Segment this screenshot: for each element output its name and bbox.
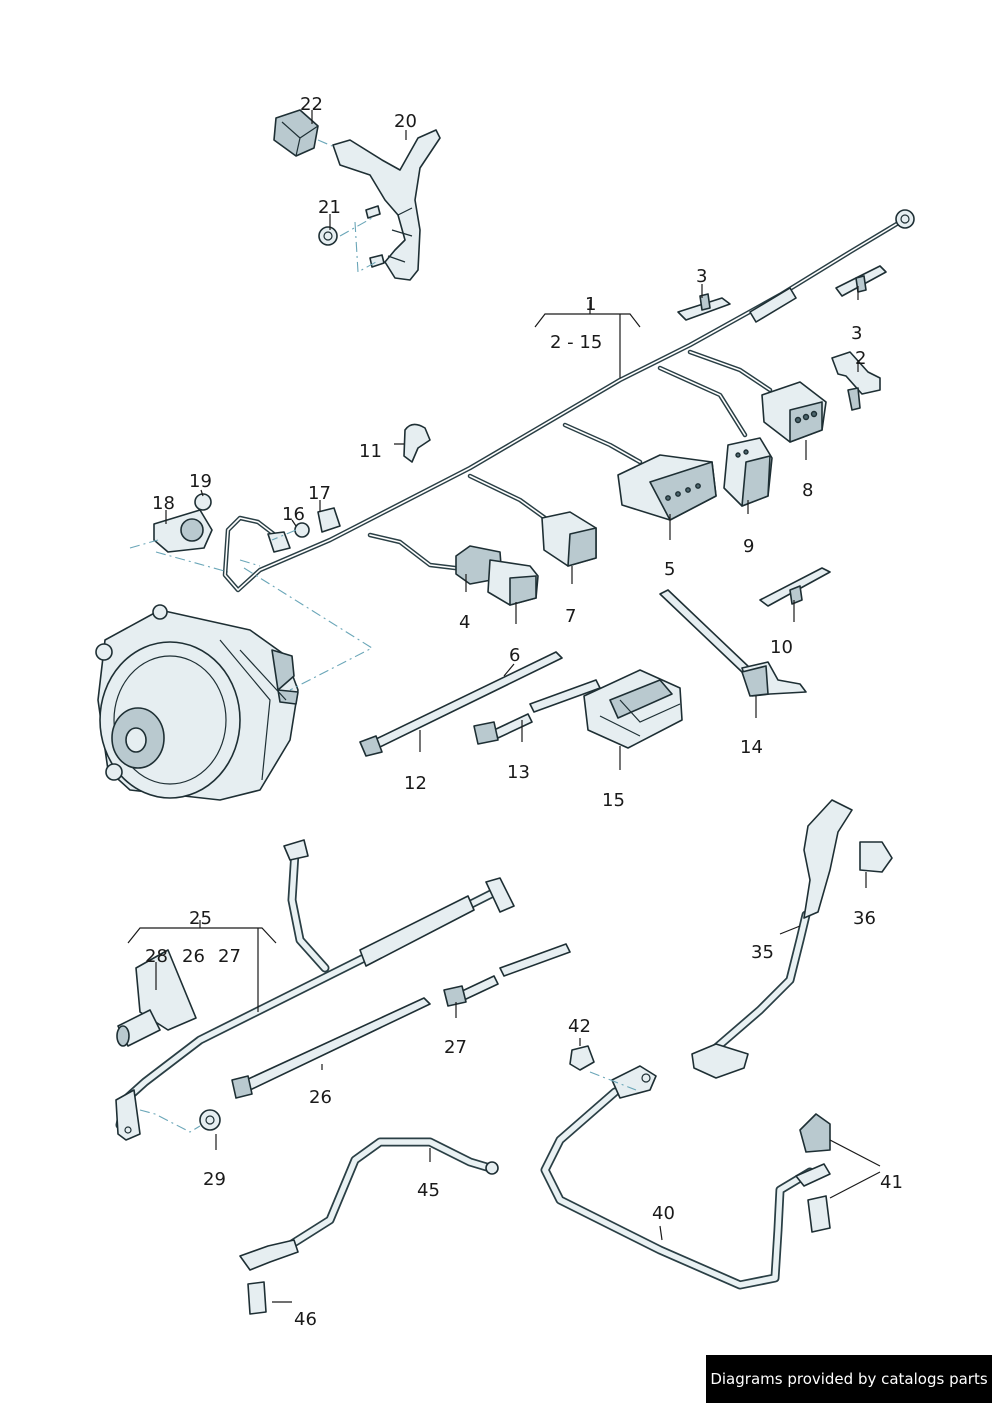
callout-45: 45: [417, 1180, 440, 1201]
callout-28: 28: [145, 946, 168, 967]
callout-20: 20: [394, 111, 417, 132]
nut-19-part: [194, 493, 212, 511]
callout-6: 6: [509, 645, 520, 666]
cable-45-group: [239, 1137, 499, 1315]
callout-36: 36: [853, 908, 876, 929]
callout-21: 21: [318, 197, 341, 218]
callout-labels: 1 2 - 15 2 3 3 4 5 6 7 8 9 10 11 12 13 1…: [145, 94, 903, 1330]
holder-2-part: [831, 351, 881, 395]
tie-14-part: [659, 589, 751, 673]
callout-12: 12: [404, 773, 427, 794]
callout-1: 1: [585, 294, 596, 315]
callout-4: 4: [459, 612, 470, 633]
nut-36-part: [859, 841, 893, 873]
cable-40-group: [540, 1045, 831, 1290]
tie-27-part: [459, 943, 571, 1001]
callout-40: 40: [652, 1203, 675, 1224]
callout-11: 11: [359, 441, 382, 462]
callout-15: 15: [602, 790, 625, 811]
holder-28-part: [135, 949, 197, 1031]
callout-13: 13: [507, 762, 530, 783]
callout-35: 35: [751, 942, 774, 963]
callout-14: 14: [740, 737, 763, 758]
callout-18: 18: [152, 493, 175, 514]
callout-2: 2: [855, 348, 866, 369]
callout-16: 16: [282, 504, 305, 525]
callout-3-top: 3: [696, 266, 707, 287]
clip-11-part: [403, 423, 431, 463]
callout-26-bottom: 26: [309, 1087, 332, 1108]
cable-25-group: [115, 839, 571, 1141]
callout-19: 19: [189, 471, 212, 492]
harness-1-group: [153, 209, 915, 757]
callout-26-top: 26: [182, 946, 205, 967]
callout-29: 29: [203, 1169, 226, 1190]
callout-9: 9: [743, 536, 754, 557]
nut-42-part: [569, 1045, 595, 1071]
nut-41-part: [799, 1113, 831, 1153]
callout-27-bottom: 27: [444, 1037, 467, 1058]
callout-27-top: 27: [218, 946, 241, 967]
tie-12-part: [373, 651, 563, 749]
nut-29-part: [199, 1109, 221, 1131]
tie-13-part: [493, 679, 601, 739]
callout-42: 42: [568, 1016, 591, 1037]
sleeve-17-part: [317, 507, 341, 533]
callout-5: 5: [664, 559, 675, 580]
nut-21-part: [318, 226, 338, 246]
callout-46: 46: [294, 1309, 317, 1330]
callout-17: 17: [308, 483, 331, 504]
clip-10-part: [759, 567, 831, 607]
callout-8: 8: [802, 480, 813, 501]
callout-41: 41: [880, 1172, 903, 1193]
watermark-banner: Diagrams provided by catalogs parts: [706, 1355, 992, 1403]
strap-35-group: [691, 799, 893, 1079]
clip-22-part: [273, 109, 319, 157]
watermark-text: Diagrams provided by catalogs parts: [710, 1370, 988, 1388]
callout-2-15: 2 - 15: [550, 332, 602, 353]
leader-dashes-top: [129, 529, 374, 691]
callout-10: 10: [770, 637, 793, 658]
callout-3-right: 3: [851, 323, 862, 344]
leader-lines: [127, 110, 881, 1303]
callout-7: 7: [565, 606, 576, 627]
washer-16-part: [294, 522, 310, 538]
bolt-46-part: [247, 1281, 267, 1315]
callout-22: 22: [300, 94, 323, 115]
bracket-20-group: [273, 109, 441, 281]
tie-26-part: [245, 997, 431, 1091]
callout-25: 25: [189, 908, 212, 929]
alternator-group: [95, 604, 299, 801]
